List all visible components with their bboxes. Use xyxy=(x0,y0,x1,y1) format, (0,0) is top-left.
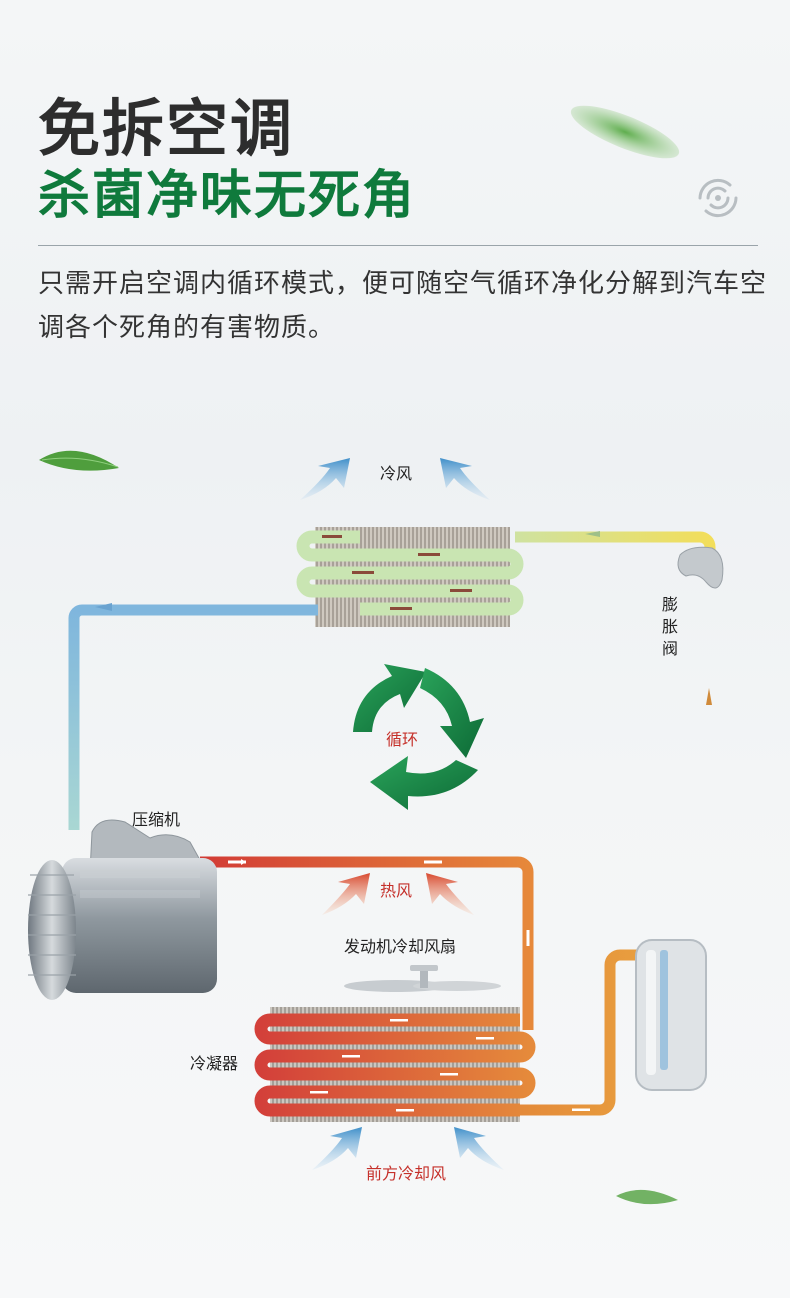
condenser-label: 冷凝器 xyxy=(190,1054,239,1073)
expansion-valve-icon xyxy=(677,546,724,589)
sync-logo-icon xyxy=(698,178,738,218)
evaporator xyxy=(296,527,524,627)
front-cooling-air-label: 前方冷却风 xyxy=(366,1164,447,1183)
cold-air-label: 冷风 xyxy=(380,464,413,483)
headline-subtitle: 杀菌净味无死角 xyxy=(38,166,417,226)
cycle-arrows-icon xyxy=(353,664,484,810)
hot-air-label: 热风 xyxy=(380,881,413,900)
airflow-arrow-icon xyxy=(300,458,504,1170)
cycle-label: 循环 xyxy=(386,730,419,749)
headline-title: 免拆空调 xyxy=(38,92,295,165)
header-divider xyxy=(38,245,758,246)
compressor xyxy=(28,819,217,1000)
description-text: 只需开启空调内循环模式，便可随空气循环净化分解到汽车空调各个死角的有害物质。 xyxy=(38,269,768,343)
compressor-label: 压缩机 xyxy=(132,810,181,829)
engine-fan-label: 发动机冷却风扇 xyxy=(344,937,457,956)
receiver-drier xyxy=(635,939,707,1091)
leaf-icon xyxy=(570,105,680,159)
expansion-valve-label: 膨胀阀 xyxy=(662,595,679,658)
leaf-icon xyxy=(616,1189,678,1205)
engine-fan-icon xyxy=(344,965,501,992)
condenser xyxy=(254,1007,536,1122)
leaf-icon xyxy=(39,450,119,471)
